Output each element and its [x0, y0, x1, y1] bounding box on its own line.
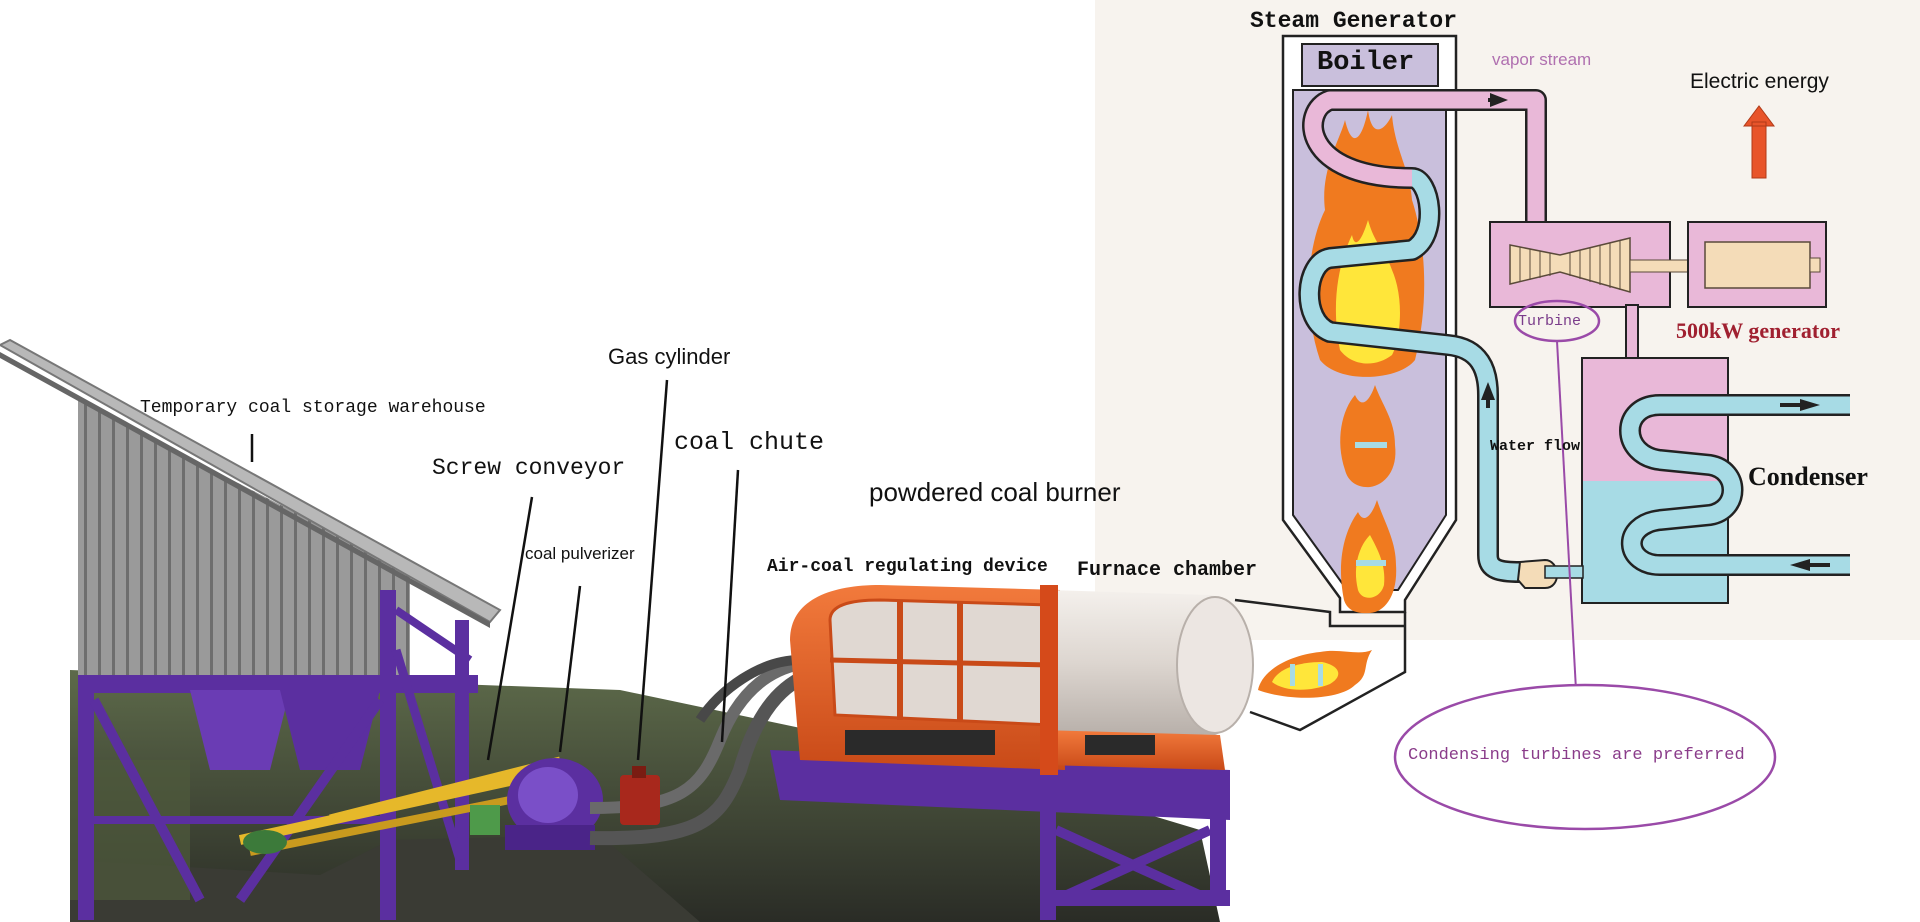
condensing-turbines-note: Condensing turbines are preferred	[1408, 746, 1745, 765]
vapor-flow-arrow	[1490, 93, 1508, 107]
electric-energy-label: Electric energy	[1690, 70, 1829, 93]
turbine-exhaust-duct	[1625, 304, 1639, 361]
screw-conveyor	[238, 756, 562, 856]
turbine-blades	[1509, 237, 1631, 293]
burner-base-frame	[770, 750, 1230, 920]
water-flow-arrow	[1481, 382, 1495, 400]
boiler-label: Boiler	[1317, 48, 1415, 78]
coal-pulverizer-label: coal pulverizer	[525, 544, 635, 563]
coal-chute-leader	[720, 469, 740, 743]
screw-conveyor-leader	[486, 496, 534, 761]
gas-cylinder-label: Gas cylinder	[608, 344, 731, 369]
coal-chute-label: coal chute	[674, 428, 825, 457]
leader-lines	[250, 379, 740, 761]
powdered-coal-burner-drum	[1040, 585, 1254, 775]
furnace-duct	[1234, 598, 1407, 732]
turbine-callout-line	[1556, 340, 1577, 691]
electric-energy-arrow	[1743, 105, 1775, 179]
generator-label: 500kW generator	[1676, 318, 1840, 343]
vapor-stream-label: vapor stream	[1492, 50, 1592, 69]
warehouse-wall	[78, 400, 410, 678]
plant-illustration	[0, 338, 1254, 922]
furnace-chamber-label: Furnace chamber	[1077, 559, 1258, 582]
turbine-label: Turbine	[1518, 313, 1582, 330]
cooling-in-arrow	[1790, 559, 1810, 571]
condenser-label: Condenser	[1748, 462, 1868, 491]
coal-chute-hose	[589, 663, 823, 846]
boiler-title-box	[1301, 43, 1439, 87]
air-coal-regulating-device-label: Air-coal regulating device	[767, 557, 1048, 577]
steam-generator-label: Steam Generator	[1250, 8, 1458, 34]
screw-conveyor-label: Screw conveyor	[432, 455, 626, 481]
cooling-out-arrow	[1800, 399, 1820, 411]
turbine-shaft	[1629, 259, 1691, 273]
powdered-coal-burner-label: powdered coal burner	[869, 477, 1121, 507]
gas-cylinder-leader	[636, 379, 669, 761]
generator-body	[1704, 241, 1811, 289]
water-flow-label: Water flow	[1490, 438, 1581, 455]
air-coal-regulating-device	[790, 585, 1065, 770]
warehouse-roof	[0, 338, 502, 624]
pulverizer-leader	[558, 585, 582, 753]
coal-warehouse	[0, 338, 502, 920]
steam-cycle-schematic	[1095, 0, 1920, 831]
gas-cylinder	[620, 775, 660, 825]
temporary-coal-storage-label: Temporary coal storage warehouse	[140, 398, 486, 418]
condensing-note-ellipse	[1393, 683, 1777, 831]
coal-pulverizer	[505, 758, 603, 850]
